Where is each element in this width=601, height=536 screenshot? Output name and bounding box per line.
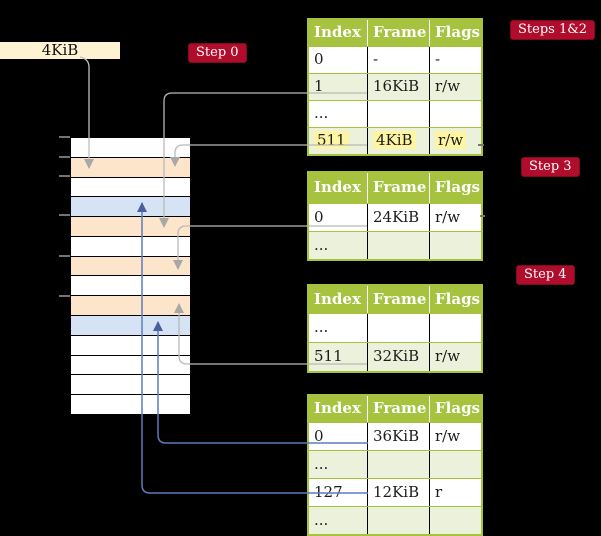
badge-step-4: Step 4: [516, 265, 575, 285]
table-cell: ...: [314, 455, 329, 473]
column-header-index: Index: [314, 23, 361, 41]
memory-cell-4-peach: [71, 217, 190, 237]
table-row: ...: [309, 450, 481, 478]
table-row: ...: [309, 100, 481, 127]
table-cell: ...: [314, 511, 329, 529]
table-cell: [429, 101, 481, 127]
memory-cell-1-peach: [71, 157, 190, 178]
column-header-flags: Flags: [429, 286, 481, 313]
column-header-index: Index: [314, 399, 361, 417]
column-header-frame: Frame: [367, 286, 429, 313]
column-header-index: Index: [314, 178, 361, 196]
memory-cell-12-white: [71, 375, 190, 396]
table-row: ...: [309, 231, 481, 259]
table-cell: [367, 232, 429, 259]
memory-cell-7-white: [71, 276, 190, 297]
badge-steps-1-2: Steps 1&2: [510, 20, 596, 40]
table-cell: [367, 451, 429, 478]
physical-memory-stack: [70, 137, 191, 415]
column-header-index: Index: [314, 290, 361, 308]
table-cell: ...: [314, 104, 329, 122]
memory-cell-0-white: [71, 138, 190, 158]
memory-cell-13-white: [71, 395, 190, 414]
table-cell: r/w: [429, 343, 481, 371]
frame-size-label-box: 4KiB: [0, 42, 120, 59]
column-header-frame: Frame: [367, 396, 429, 422]
memory-cell-5-white: [71, 236, 190, 257]
table-cell: 0: [314, 427, 324, 445]
table-cell: 511: [309, 128, 367, 154]
badge-step-3: Step 3: [521, 157, 580, 177]
column-header-flags: Flags: [429, 396, 481, 422]
badge-step-0: Step 0: [188, 43, 247, 63]
column-header-flags: Flags: [429, 20, 481, 46]
memory-cell-11-white: [71, 355, 190, 376]
memory-cell-3-blue: [71, 197, 190, 218]
memory-cell-8-peach: [71, 296, 190, 317]
table-cell: 24KiB: [367, 204, 429, 231]
column-header-frame: Frame: [367, 20, 429, 46]
table-cell: r/w: [429, 204, 481, 231]
column-header-flags: Flags: [429, 173, 481, 203]
table-cell: r/w: [429, 74, 481, 100]
memory-cell-6-peach: [71, 256, 190, 277]
table-cell: -: [429, 47, 481, 73]
table-cell: r: [429, 479, 481, 506]
table-cell: [367, 507, 429, 534]
table-cell: r/w: [429, 128, 481, 154]
table-cell: 0: [314, 208, 324, 226]
table-row: ...: [309, 313, 481, 342]
table-cell: ...: [314, 318, 329, 336]
table-cell: 511: [314, 347, 343, 365]
table-cell: 12KiB: [367, 479, 429, 506]
table-cell: [429, 232, 481, 259]
highlighted-value: r/w: [435, 131, 467, 149]
table-cell: 36KiB: [367, 423, 429, 450]
column-header-frame: Frame: [367, 173, 429, 203]
table-row: 511 4KiB r/w: [309, 127, 481, 154]
table-cell: 127: [314, 483, 343, 501]
memory-cell-9-blue: [71, 316, 190, 336]
memory-boundary-ticks: [59, 136, 70, 297]
memory-cell-2-white: [71, 177, 190, 198]
table-cell: ...: [314, 236, 329, 254]
table-cell: [367, 101, 429, 127]
memory-cell-10-white: [71, 335, 190, 356]
table-cell: [429, 314, 481, 342]
table-cell: 1: [314, 77, 324, 95]
table-cell: 0: [314, 50, 324, 68]
table-cell: 4KiB: [367, 128, 429, 154]
table-cell: [367, 314, 429, 342]
table-row: 0 --: [309, 46, 481, 73]
table-cell: 16KiB: [367, 74, 429, 100]
table-cell: [429, 451, 481, 478]
table-cell: [429, 507, 481, 534]
highlighted-value: 4KiB: [373, 131, 416, 149]
highlighted-value: 511: [314, 131, 349, 149]
table-cell: r/w: [429, 423, 481, 450]
table-cell: -: [367, 47, 429, 73]
table-cell: 32KiB: [367, 343, 429, 371]
table-row: ...: [309, 506, 481, 534]
